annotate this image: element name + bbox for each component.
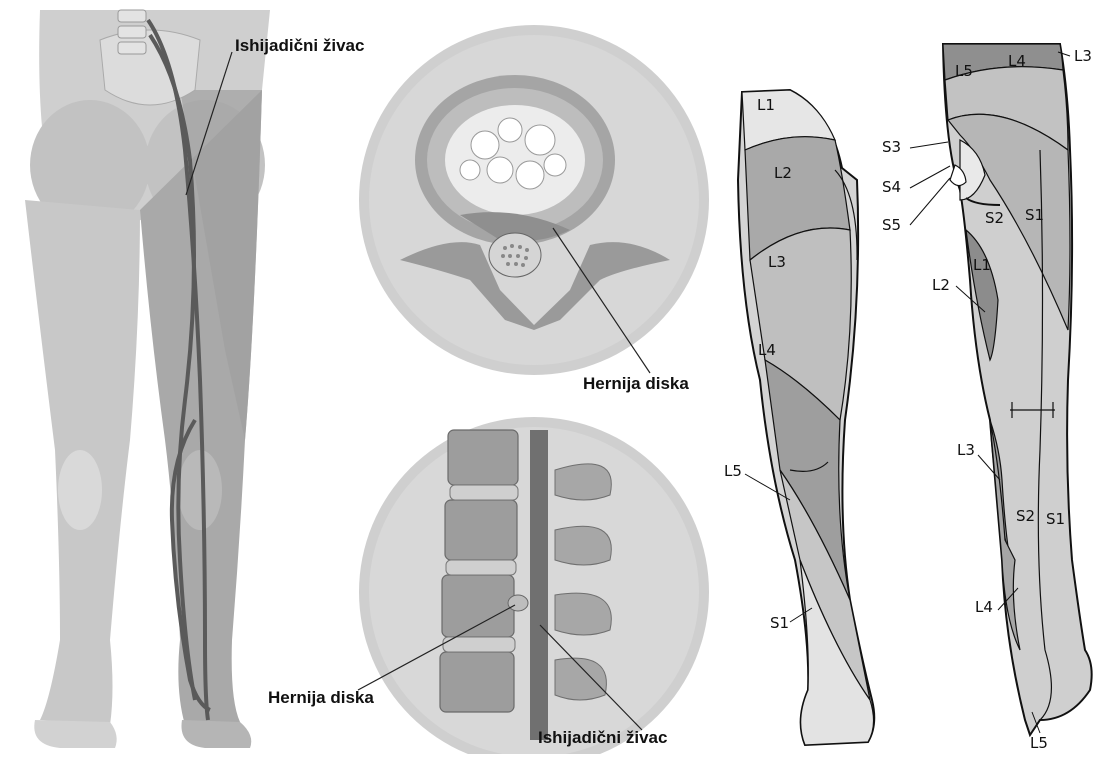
derm-back-l3-top: L3 xyxy=(1074,47,1092,65)
spine-lateral-view xyxy=(359,417,709,754)
derm-back-s5: S5 xyxy=(882,216,901,234)
derm-back-s4: S4 xyxy=(882,178,901,196)
label-disc-hernia-top: Hernija diska xyxy=(583,374,689,394)
derm-back-s1-upper: S1 xyxy=(1025,206,1044,224)
derm-back-l1: L1 xyxy=(973,256,991,274)
derm-back-l5-top: L5 xyxy=(955,62,973,80)
dermatome-leg-front xyxy=(738,90,874,745)
label-sciatic-nerve-bottom: Ishijadični živac xyxy=(538,728,667,748)
derm-front-l4: L4 xyxy=(758,341,776,359)
derm-back-l3: L3 xyxy=(957,441,975,459)
derm-front-l2: L2 xyxy=(774,164,792,182)
derm-front-l1: L1 xyxy=(757,96,775,114)
body-back-view xyxy=(25,10,270,748)
derm-back-s3: S3 xyxy=(882,138,901,156)
derm-front-l5: L5 xyxy=(724,462,742,480)
derm-back-l2: L2 xyxy=(932,276,950,294)
dermatome-leg-back xyxy=(943,44,1092,735)
derm-front-s1: S1 xyxy=(770,614,789,632)
derm-back-s2-lower: S2 xyxy=(1016,507,1035,525)
derm-back-s1-lower: S1 xyxy=(1046,510,1065,528)
derm-back-s2-upper: S2 xyxy=(985,209,1004,227)
derm-back-l5: L5 xyxy=(1030,734,1048,752)
derm-back-l4: L4 xyxy=(975,598,993,616)
derm-front-l3: L3 xyxy=(768,253,786,271)
label-sciatic-nerve-top: Ishijadični živac xyxy=(235,36,364,56)
derm-back-l4-top: L4 xyxy=(1008,52,1026,70)
label-disc-hernia-bottom: Hernija diska xyxy=(268,688,374,708)
vertebra-cross-section xyxy=(359,25,709,375)
